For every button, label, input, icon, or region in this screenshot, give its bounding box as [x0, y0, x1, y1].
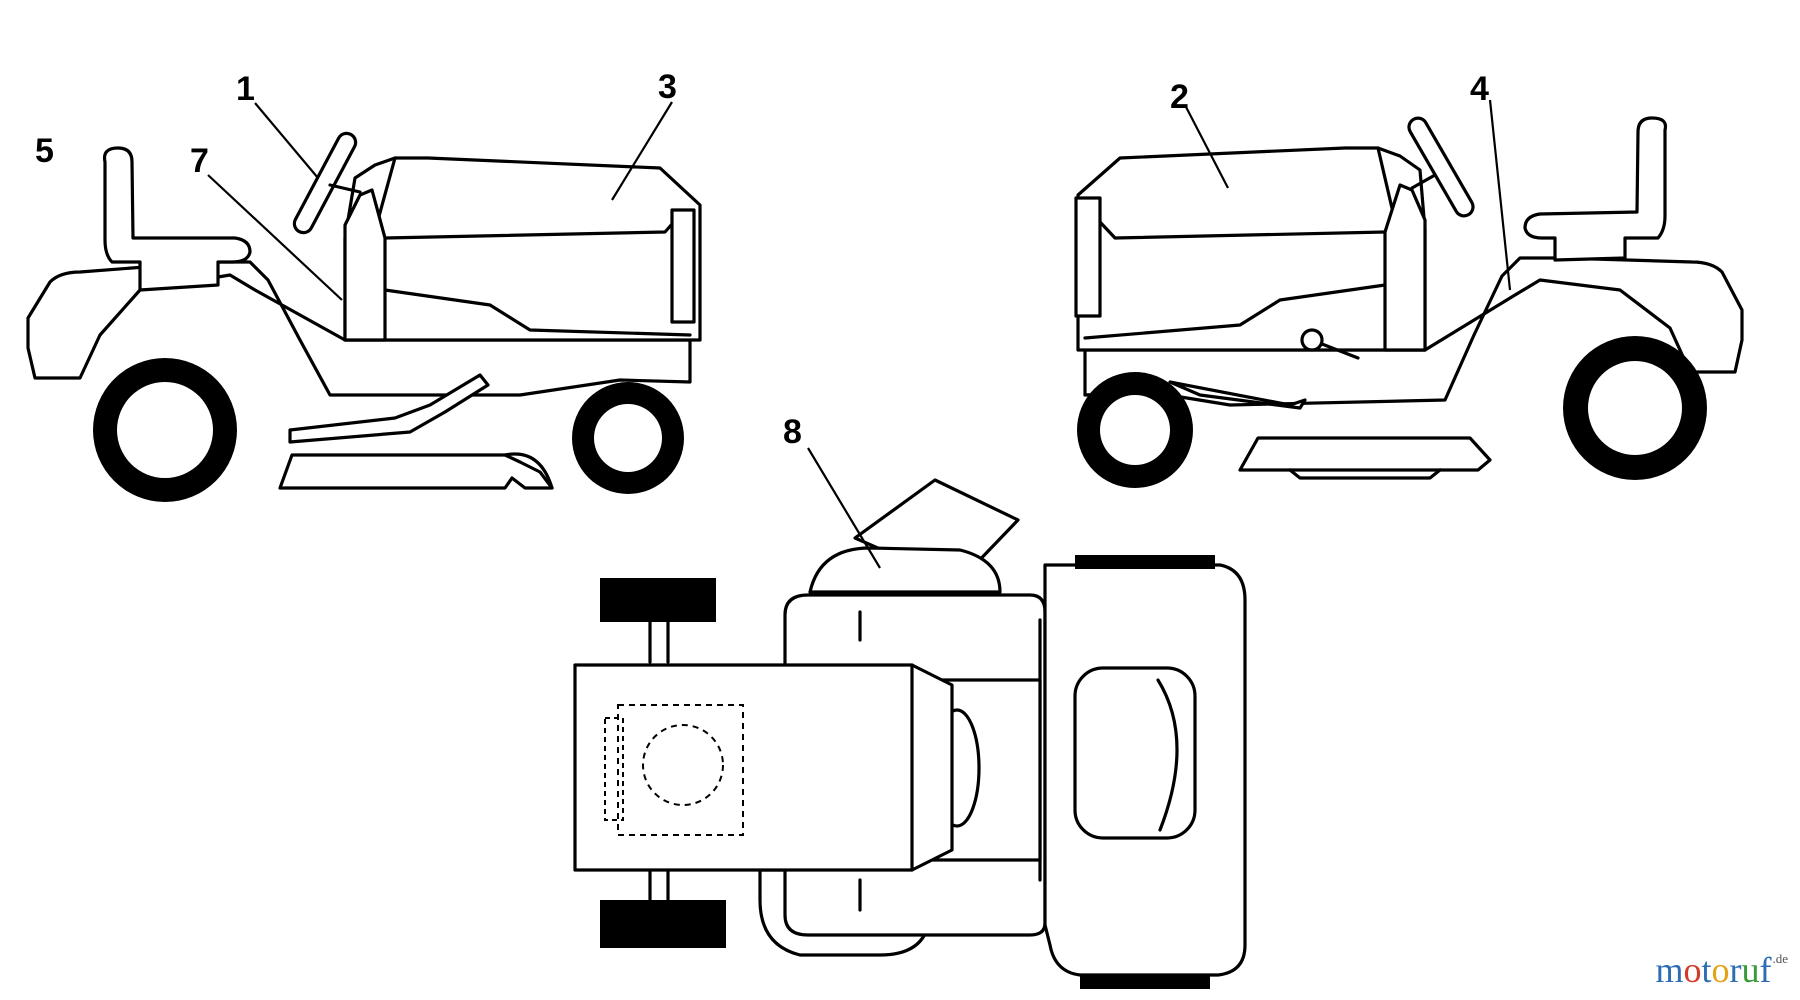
- logo-letter-5: r: [1729, 950, 1742, 990]
- callout-labels: 1 3 5 7 2 4 8: [35, 68, 1489, 451]
- rear-fender-right: [1083, 256, 1744, 407]
- logo-letter-7: f: [1759, 950, 1772, 990]
- seat-right: [1523, 116, 1668, 262]
- logo-letter-4: o: [1711, 950, 1730, 990]
- tractor-top-view: [573, 478, 1247, 989]
- callout-3: 3: [658, 68, 677, 106]
- seat: [102, 146, 252, 292]
- seat-top: [1073, 666, 1197, 840]
- grill-right: [1074, 196, 1102, 318]
- callout-5: 5: [35, 132, 54, 170]
- dash-column: [343, 188, 387, 342]
- hood-right: [1076, 146, 1427, 352]
- logo-letter-2: o: [1683, 950, 1702, 990]
- callout-4: 4: [1470, 70, 1489, 108]
- hood-top: [573, 663, 954, 872]
- grill: [670, 208, 696, 324]
- watermark-logo: motoruf.de: [1655, 952, 1788, 988]
- callout-8: 8: [783, 413, 802, 451]
- logo-suffix: .de: [1772, 951, 1788, 966]
- logo-letter-6: u: [1741, 950, 1760, 990]
- leader-lines: [207, 99, 1512, 569]
- front-right-wheel-top: [600, 900, 726, 948]
- mower-deck: [278, 453, 554, 490]
- logo-letter-3: t: [1701, 950, 1712, 990]
- callout-7: 7: [190, 142, 209, 180]
- deck-top: [808, 546, 1002, 594]
- steering-wheel-right: [1407, 116, 1475, 218]
- hood: [343, 156, 702, 342]
- callout-1: 1: [236, 70, 255, 108]
- logo-letter-1: m: [1655, 950, 1684, 990]
- mower-deck-right: [1238, 436, 1492, 472]
- tractor-left-side-view: [26, 131, 702, 502]
- front-left-wheel-top: [600, 578, 716, 622]
- callout-2: 2: [1170, 78, 1189, 116]
- tractor-right-side-view: [1074, 116, 1744, 488]
